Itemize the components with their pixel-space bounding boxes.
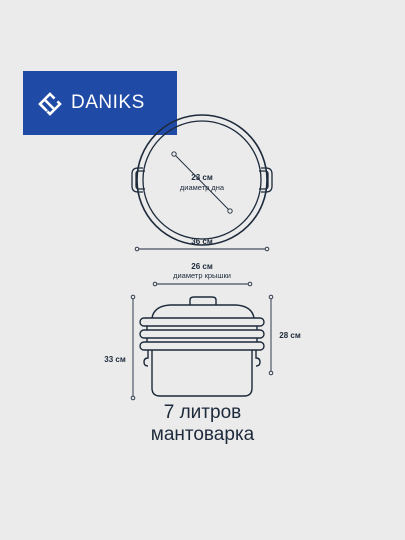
product-type-caption: мантоварка — [150, 424, 255, 445]
total-height-value: 33 см — [104, 355, 126, 364]
bottom-diameter-label: диаметр дна — [179, 183, 225, 192]
lid-diameter-value: 26 см — [191, 262, 213, 271]
capacity-caption: 7 литров — [163, 402, 242, 423]
diamond-logo-icon — [37, 92, 62, 119]
top-view-drawing — [131, 114, 273, 246]
brand-logo: DANIKS — [23, 71, 177, 135]
lid-dimension-line — [152, 281, 253, 287]
total-height-dimension-line — [130, 294, 136, 401]
side-view-drawing — [139, 296, 265, 397]
lid-diameter-label: диаметр крышки — [173, 271, 231, 280]
bottom-diameter-value: 23 см — [191, 173, 213, 182]
brand-name: DANIKS — [71, 92, 145, 113]
body-height-dimension-line — [268, 294, 274, 376]
width-dimension-line — [134, 246, 270, 252]
bottom-diameter-line — [171, 151, 233, 214]
body-height-value: 28 см — [279, 331, 301, 340]
overall-width-value: 36 см — [191, 237, 213, 246]
